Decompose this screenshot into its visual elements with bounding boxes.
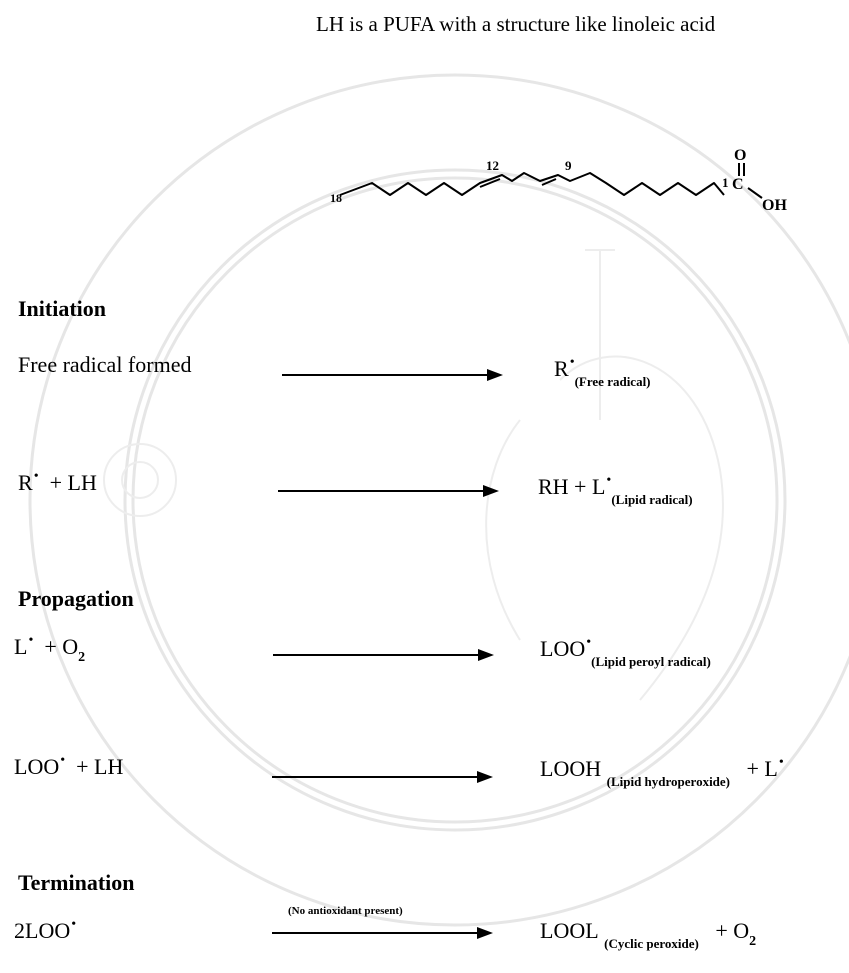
reaction-4-reactant: LOO• + LH <box>14 753 124 779</box>
reaction-2-product: RH + L•(Lipid radical) <box>538 473 693 507</box>
hydroxyl-label: OH <box>762 197 787 214</box>
initiation-heading: Initiation <box>18 296 107 321</box>
reaction-3-reactant: L• + O2 <box>14 633 86 665</box>
reaction-1-product: R•(Free radical) <box>554 355 651 389</box>
reaction-5-condition: (No antioxidant present) <box>288 905 403 917</box>
carbon-9-label: 9 <box>565 158 572 173</box>
reaction-1-reactant: Free radical formed <box>18 352 192 377</box>
reaction-3-product: LOO•(Lipid peroyl radical) <box>540 635 711 669</box>
propagation-heading: Propagation <box>18 586 134 611</box>
reaction-4-arrow <box>272 771 493 783</box>
oxygen-atom-label: O <box>734 147 746 164</box>
reaction-2-reactant: R• + LH <box>18 469 97 495</box>
carbon-atom-label: C <box>732 176 744 193</box>
carbon-18-label: 18 <box>330 191 342 205</box>
termination-heading: Termination <box>18 870 135 895</box>
linoleic-acid-structure: 18 12 9 1 C O OH <box>330 147 787 214</box>
reaction-4-product: LOOH (Lipid hydroperoxide) + L• <box>540 755 784 789</box>
carbon-1-label: 1 <box>722 175 729 190</box>
reaction-5-product: LOOL (Cyclic peroxide) + O2 <box>540 918 757 951</box>
carbon-12-label: 12 <box>486 158 499 173</box>
reaction-2-arrow <box>278 485 499 497</box>
reaction-5-reactant: 2LOO• <box>14 917 77 943</box>
intro-text: LH is a PUFA with a structure like linol… <box>316 12 716 36</box>
reaction-5-arrow <box>272 927 493 939</box>
reaction-1-arrow <box>282 369 503 381</box>
reaction-3-arrow <box>273 649 494 661</box>
